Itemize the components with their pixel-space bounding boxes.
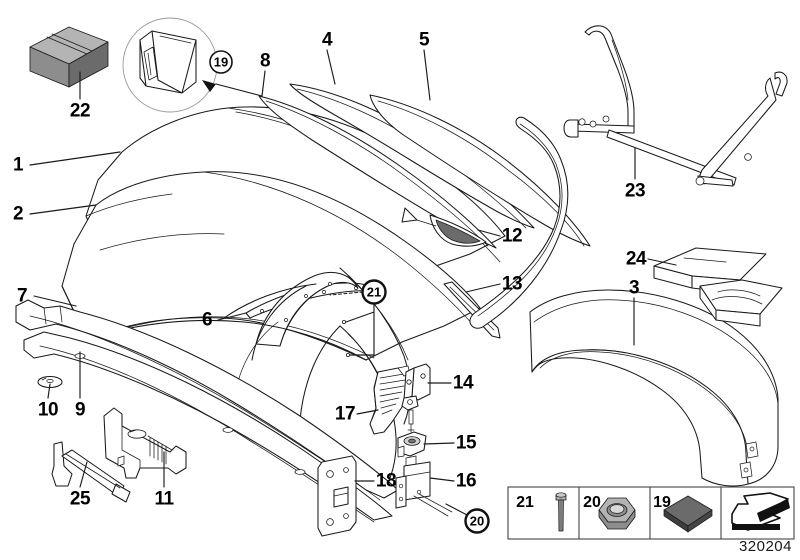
callout-label-13: 13 xyxy=(501,273,523,295)
callout-label-1: 1 xyxy=(12,154,24,176)
part-22-foam-block xyxy=(29,26,109,88)
callout-label-25: 25 xyxy=(69,488,91,510)
leader-lines-circled xyxy=(329,291,470,517)
callout-label-2: 2 xyxy=(12,203,24,225)
callout-label-6: 6 xyxy=(201,309,213,331)
part-12-trim-end-cap xyxy=(401,207,487,247)
legend-number-19: 19 xyxy=(653,494,671,511)
rubber-pad-icon xyxy=(663,495,713,533)
callout-label-10: 10 xyxy=(37,399,59,421)
callout-label-4: 4 xyxy=(321,29,333,51)
hex-nut-icon xyxy=(598,497,636,530)
callout-label-24: 24 xyxy=(625,248,647,270)
callout-label-21: 21 xyxy=(366,284,382,300)
part-2-inner-liner xyxy=(61,171,481,361)
callout-label-5: 5 xyxy=(418,29,430,51)
callout-label-14: 14 xyxy=(452,372,474,394)
callout-label-15: 15 xyxy=(455,432,477,454)
callout-circles xyxy=(209,50,490,534)
part-16-hinge-block xyxy=(395,455,453,517)
callout-label-3: 3 xyxy=(628,277,640,299)
diagram-number: 320204 xyxy=(738,538,792,555)
part-24-folded-tonneau-cover xyxy=(653,247,783,327)
part-17-ribbed-bellows-guide xyxy=(369,365,411,435)
callout-label-22: 22 xyxy=(69,100,91,122)
callout-label-18: 18 xyxy=(375,470,397,492)
part-23-tubular-support-frame xyxy=(563,25,788,187)
weatherstrip-hose xyxy=(469,116,569,329)
part-18-mounting-plate xyxy=(317,455,357,537)
callout-label-23: 23 xyxy=(624,180,646,202)
part-25-crank-tool xyxy=(51,441,131,503)
part-3-rear-window-frame xyxy=(529,289,779,487)
callout-label-8: 8 xyxy=(259,50,271,72)
detail-view-circle-19 xyxy=(122,17,218,113)
part-10-washer-plate xyxy=(37,375,63,389)
callout-label-20: 20 xyxy=(469,513,485,529)
detail-pointer-19 xyxy=(202,80,263,97)
callout-label-9: 9 xyxy=(74,399,86,421)
callout-label-11: 11 xyxy=(154,488,174,510)
legend-box xyxy=(507,486,795,540)
part-11-latch-mechanism xyxy=(103,407,187,479)
rivet-icon xyxy=(555,492,567,532)
leader-lines xyxy=(29,49,677,488)
callout-label-19: 19 xyxy=(213,54,229,70)
callout-label-16: 16 xyxy=(455,470,477,492)
callout-label-7: 7 xyxy=(16,285,28,307)
part-15-pivot-bushing xyxy=(397,431,427,458)
part-14-mounting-bracket xyxy=(401,363,431,433)
callout-label-12: 12 xyxy=(501,225,523,247)
direction-arrow-icon xyxy=(731,492,790,531)
legend-number-20: 20 xyxy=(583,494,601,511)
callout-label-17: 17 xyxy=(334,403,356,425)
legend-number-21: 21 xyxy=(516,494,534,511)
part-5-trim-strip-outer xyxy=(369,94,591,247)
